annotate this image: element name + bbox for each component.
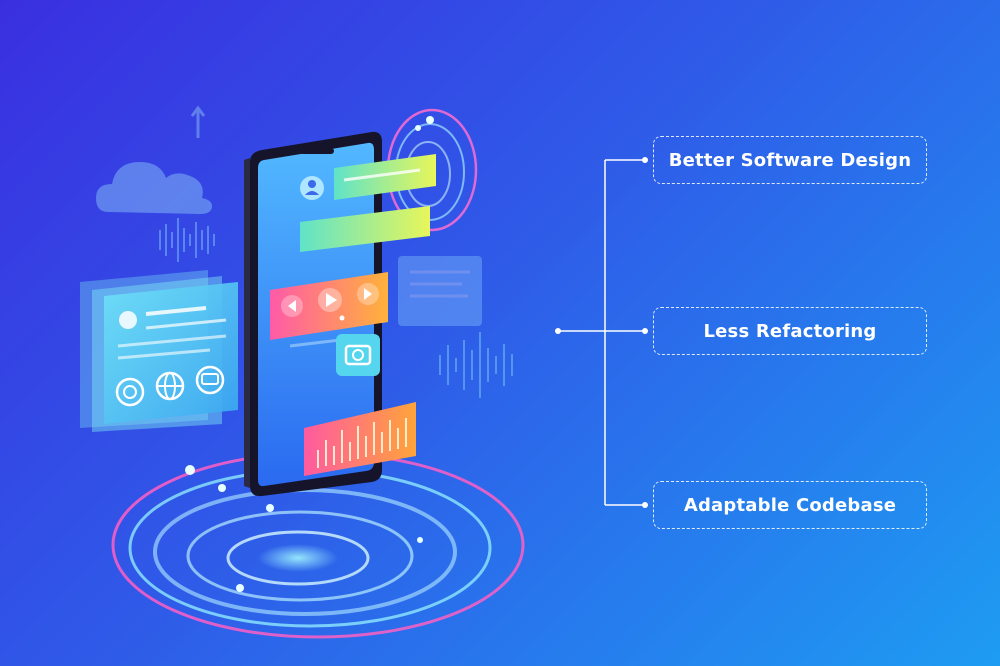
waveform-right — [439, 332, 513, 398]
benefit-less-refactoring: Less Refactoring — [653, 307, 927, 355]
message-bubble-2 — [300, 206, 430, 252]
media-player-card — [270, 272, 388, 340]
benefit-label: Less Refactoring — [703, 320, 877, 342]
user-icon — [305, 180, 319, 195]
background-panel — [398, 256, 482, 326]
benefit-label: Better Software Design — [668, 149, 912, 171]
cloud-icon — [96, 162, 212, 214]
chat-icon — [195, 365, 225, 395]
audio-equalizer-card — [304, 402, 416, 476]
benefit-label: Adaptable Codebase — [683, 494, 897, 516]
floating-profile-card — [80, 270, 238, 432]
waveform-left — [159, 218, 215, 262]
target-icon — [115, 377, 145, 407]
globe-icon — [155, 371, 185, 401]
benefit-adaptable-codebase: Adaptable Codebase — [653, 481, 927, 529]
play-icon — [326, 293, 337, 307]
benefit-better-software-design: Better Software Design — [653, 136, 927, 184]
camera-icon — [336, 334, 380, 376]
